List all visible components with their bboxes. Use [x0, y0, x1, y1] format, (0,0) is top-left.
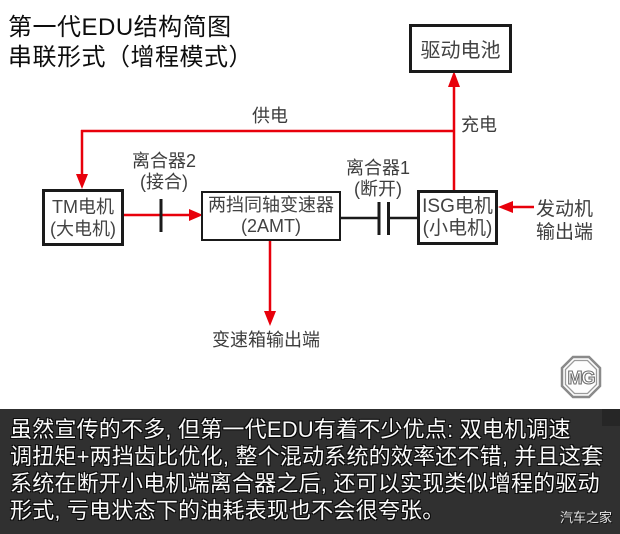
- caption-bar: 虽然宣传的不多, 但第一代EDU有着不少优点: 双电机调速 调扭矩+两挡齿比优化…: [0, 409, 620, 534]
- battery-label: 驱动电池: [420, 40, 501, 62]
- gearbox-output-arrowhead: [264, 311, 276, 326]
- title-line-2: 串联形式（增程模式）: [8, 44, 253, 71]
- gearbox-box: 两挡同轴变速器 (2AMT): [201, 191, 341, 241]
- tm-motor-label-line2: (大电机): [50, 218, 116, 239]
- isg-motor-box: ISG电机 (小电机): [417, 190, 498, 245]
- engine-output-label-line2: 输出端: [536, 222, 594, 243]
- engine-output-label-line1: 发动机: [536, 199, 594, 220]
- caption-line-1: 虽然宣传的不多, 但第一代EDU有着不少优点: 双电机调速: [10, 417, 571, 442]
- engine-to-isg-arrowhead: [498, 201, 513, 213]
- mg-logo-inner-octagon: [564, 359, 598, 395]
- mg-logo-icon: MG: [560, 355, 602, 399]
- caption-line-2: 调扭矩+两挡齿比优化, 整个混动系统的效率还不错, 并且这套: [10, 444, 604, 469]
- tm-motor-label-line1: TM电机: [52, 196, 114, 217]
- charge-label: 充电: [461, 115, 497, 135]
- clutch1-label-line2: (断开): [354, 178, 402, 199]
- mg-logo-outer-octagon: [560, 355, 602, 399]
- isg-motor-label-line2: (小电机): [422, 217, 493, 239]
- autohome-watermark: 汽车之家: [559, 510, 612, 525]
- tm-motor-box: TM电机 (大电机): [42, 189, 124, 246]
- diagram-title: 第一代EDU结构简图 串联形式（增程模式）: [8, 13, 253, 73]
- supply-arrowhead-down: [76, 174, 88, 189]
- caption-line-3: 系统在断开小电机端离合器之后, 还可以实现类似增程的驱动: [10, 471, 600, 496]
- supply-label: 供电: [252, 106, 288, 126]
- clutch2-label-line2: (接合): [140, 171, 188, 192]
- title-line-1: 第一代EDU结构简图: [8, 14, 232, 41]
- clutch1-label: 离合器1 (断开): [332, 158, 424, 199]
- charge-arrowhead-up: [448, 71, 460, 87]
- gearbox-label-line2: (2AMT): [241, 216, 301, 236]
- mg-logo-text: MG: [568, 368, 595, 388]
- engine-output-label: 发动机 输出端: [536, 198, 593, 244]
- clutch1-label-line1: 离合器1: [345, 158, 410, 178]
- gearbox-output-label: 变速箱输出端: [212, 330, 320, 350]
- battery-box: 驱动电池: [409, 24, 512, 73]
- caption-text: 虽然宣传的不多, 但第一代EDU有着不少优点: 双电机调速 调扭矩+两挡齿比优化…: [0, 409, 620, 524]
- gearbox-label-line1: 两挡同轴变速器: [208, 195, 334, 215]
- isg-motor-label-line1: ISG电机: [422, 195, 493, 217]
- caption-line-4: 形式, 亏电状态下的油耗表现也不会很夸张。: [10, 498, 445, 523]
- caption-corner-patch: [602, 409, 620, 426]
- clutch2-label-line1: 离合器2: [131, 151, 196, 171]
- clutch2-label: 离合器2 (接合): [118, 151, 210, 192]
